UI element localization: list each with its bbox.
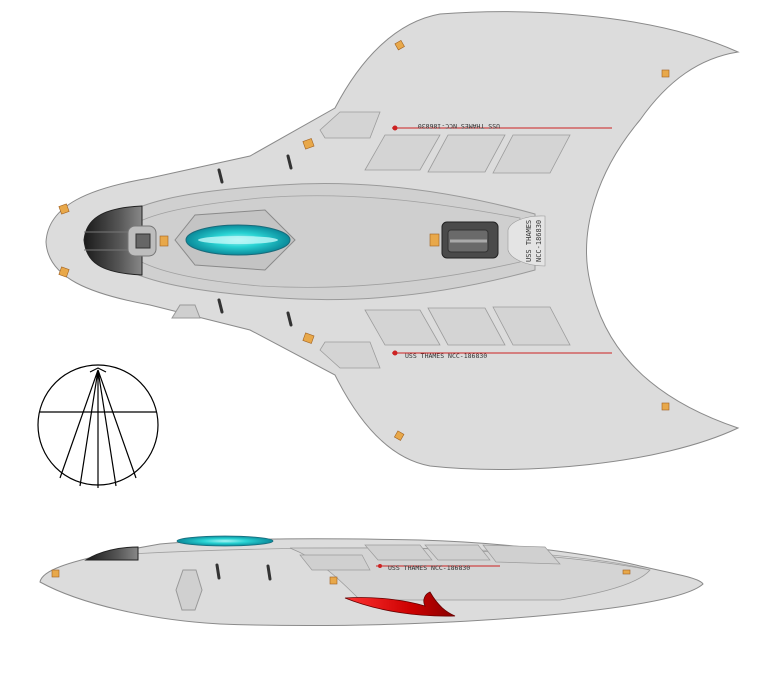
side-panels [299,544,561,571]
side-window-marks [215,563,272,581]
upper-registration: USS THAMES NCC-186830 [418,122,500,130]
lower-registration: USS THAMES NCC-186830 [405,352,487,360]
position-markers [58,39,670,441]
forward-marker [159,235,169,247]
hull-vent-small [171,304,201,319]
cockpit-window [83,205,143,276]
side-vent [175,569,203,611]
side-stripe-dot [378,564,382,568]
side-cockpit [84,546,139,561]
side-registration: USS THAMES NCC-186830 [388,564,470,572]
stern-registration-name: USS THAMES [525,220,533,262]
stern-registration-number: NCC-186830 [535,220,543,262]
side-markers [51,569,631,585]
upper-wing-panels [319,111,571,174]
deflector-highlight [198,236,278,244]
lower-stripe-dot [392,350,398,356]
aft-marker [429,233,440,247]
side-view: USS THAMES NCC-186830 [39,535,704,627]
forward-sensor-core [135,233,151,249]
stern-plate [507,215,546,267]
side-deflector [176,535,274,547]
lower-wing-panels [319,306,571,369]
upper-stripe-dot [392,125,398,131]
side-nacelle-red [344,591,456,617]
hull-window-marks [217,154,293,327]
front-view-emblem [37,364,159,488]
top-view: USS THAMES NCC-186830 USS THAMES NCC-186… [45,11,740,471]
